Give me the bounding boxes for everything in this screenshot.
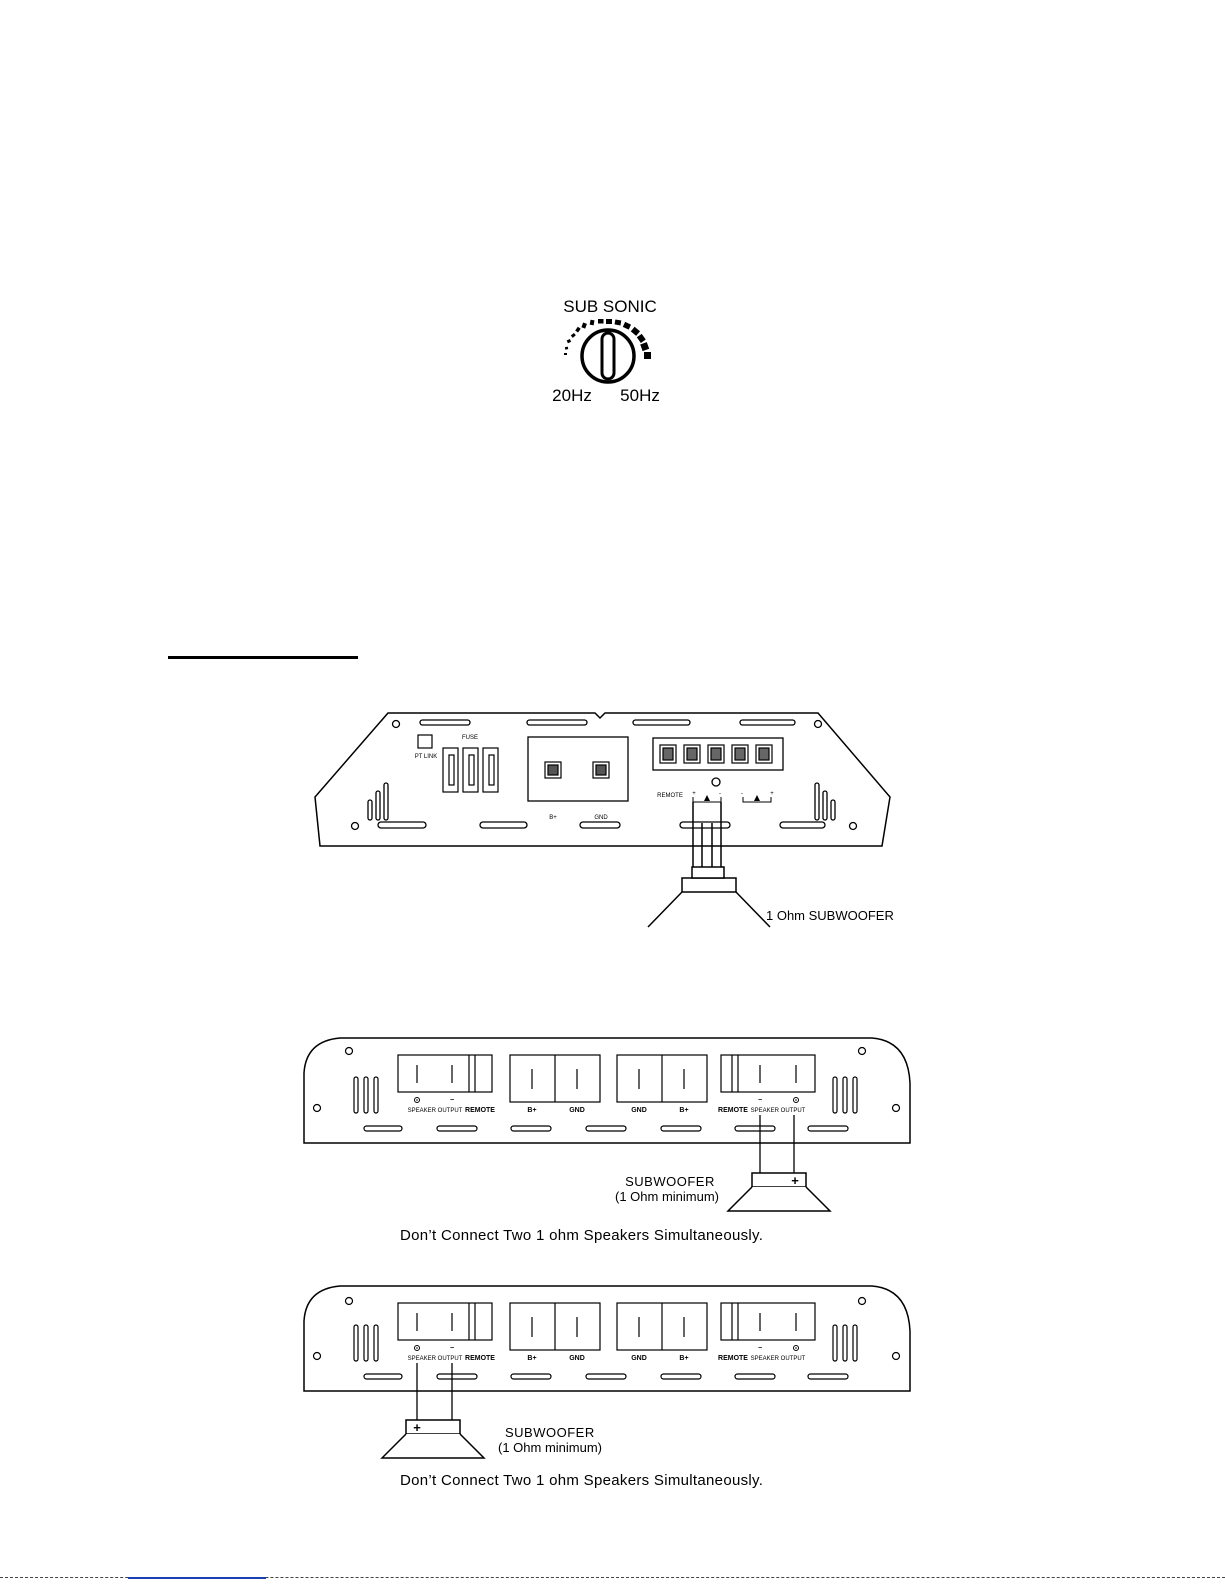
amp2-left-speaker-output: SPEAKER OUTPUT — [408, 1108, 463, 1114]
amp2-vents — [353, 1076, 858, 1114]
amplifier-diagram-1: PT LINK FUSE B+ GND REMOTE + - - + — [314, 712, 894, 928]
amp1-power-terminals — [544, 761, 610, 779]
amp1-subwoofer — [647, 866, 771, 928]
diagram3-caption: Don’t Connect Two 1 ohm Speakers Simulta… — [400, 1472, 764, 1489]
amp2-left-minus: − — [450, 1097, 454, 1104]
amp3-left-remote: REMOTE — [465, 1355, 495, 1362]
amp1-fuse-label: FUSE — [462, 735, 478, 741]
amp3-bplus-1: B+ — [527, 1355, 536, 1362]
amplifier-diagram-3: − SPEAKER OUTPUT REMOTE B+ GND GND B+ RE… — [303, 1285, 911, 1459]
amp2-bplus-2: B+ — [679, 1107, 688, 1114]
amp3-bottom-slots — [363, 1373, 849, 1380]
amp2-subwoofer-label: SUBWOOFER — [625, 1174, 715, 1189]
amp3-gnd-1: GND — [569, 1355, 585, 1362]
amp2-bplus-1: B+ — [527, 1107, 536, 1114]
footnote-dashed-rule — [0, 1577, 1225, 1578]
amp3-subwoofer-label: SUBWOOFER — [505, 1425, 595, 1440]
amp1-ch1-bridge-bracket — [692, 797, 722, 803]
amp3-mounting-holes — [312, 1296, 901, 1361]
amp2-subwoofer-plus: + — [791, 1173, 799, 1188]
amp1-pt-link-label: PT LINK — [415, 754, 438, 760]
amp2-right-minus: − — [758, 1097, 762, 1104]
amp2-chassis — [303, 1037, 911, 1144]
amp1-gnd-label: GND — [594, 815, 608, 821]
amp1-speaker-terminals — [659, 744, 773, 764]
amp1-remote-label: REMOTE — [657, 793, 683, 799]
amp3-subwoofer-minimum: (1 Ohm minimum) — [498, 1440, 602, 1455]
amp1-power-block — [527, 736, 629, 802]
knob-pointer — [600, 331, 616, 381]
amp1-left-vents — [367, 782, 389, 821]
knob-scale-ticks — [564, 319, 651, 359]
amp2-subwoofer — [726, 1172, 832, 1212]
amp1-mounting-holes — [350, 719, 858, 831]
amp2-gnd-1: GND — [569, 1107, 585, 1114]
knob-max-label: 50Hz — [620, 386, 660, 405]
subsonic-knob-figure: SUB SONIC 20Hz 50Hz — [552, 297, 660, 405]
amp1-pt-link-box — [417, 734, 433, 749]
footnote-solid-rule — [128, 1577, 266, 1579]
diagram2-caption: Don’t Connect Two 1 ohm Speakers Simulta… — [400, 1227, 764, 1244]
amp1-fuse-holders — [442, 747, 499, 793]
amp3-chassis — [303, 1285, 911, 1392]
amp2-mounting-holes — [312, 1046, 901, 1113]
amp3-right-remote: REMOTE — [718, 1355, 748, 1362]
amp3-right-minus: − — [758, 1345, 762, 1352]
amp3-gnd-2: GND — [631, 1355, 647, 1362]
amp1-bplus-label: B+ — [549, 815, 557, 821]
section-heading-underline — [168, 656, 358, 659]
amp1-subwoofer-wires — [692, 802, 722, 867]
amp2-subwoofer-minimum: (1 Ohm minimum) — [615, 1189, 719, 1204]
amp1-right-vents — [814, 782, 836, 821]
amp1-top-slots — [377, 719, 826, 829]
amp2-right-speaker-output: SPEAKER OUTPUT — [751, 1108, 806, 1114]
amp2-gnd-2: GND — [631, 1107, 647, 1114]
amp2-left-remote: REMOTE — [465, 1107, 495, 1114]
knob-title: SUB SONIC — [563, 297, 657, 316]
amp1-ch2-bridge-bracket — [742, 797, 772, 803]
knob-min-label: 20Hz — [552, 386, 592, 405]
amp3-right-speaker-output: SPEAKER OUTPUT — [751, 1356, 806, 1362]
amp3-subwoofer-wires — [416, 1363, 453, 1420]
amp3-terminal-blocks — [397, 1302, 816, 1351]
amp1-subwoofer-label: 1 Ohm SUBWOOFER — [766, 908, 894, 923]
amp3-subwoofer-plus: + — [413, 1420, 421, 1435]
amp3-subwoofer — [380, 1419, 486, 1459]
amp3-vents — [353, 1324, 858, 1362]
amp2-bottom-slots — [363, 1125, 849, 1132]
amp3-left-speaker-output: SPEAKER OUTPUT — [408, 1356, 463, 1362]
amp2-terminal-blocks — [397, 1054, 816, 1103]
amp1-ch1-plus: + — [692, 791, 696, 797]
amp3-bplus-2: B+ — [679, 1355, 688, 1362]
amp2-subwoofer-wires — [759, 1115, 795, 1173]
amp1-ch2-minus: - — [741, 791, 743, 797]
amp1-ch1-minus: - — [719, 791, 721, 797]
amp2-right-remote: REMOTE — [718, 1107, 748, 1114]
amp3-left-minus: − — [450, 1345, 454, 1352]
amplifier-diagram-2: − SPEAKER OUTPUT REMOTE B+ GND GND B+ RE… — [303, 1037, 911, 1212]
amp1-ch2-plus: + — [770, 791, 774, 797]
